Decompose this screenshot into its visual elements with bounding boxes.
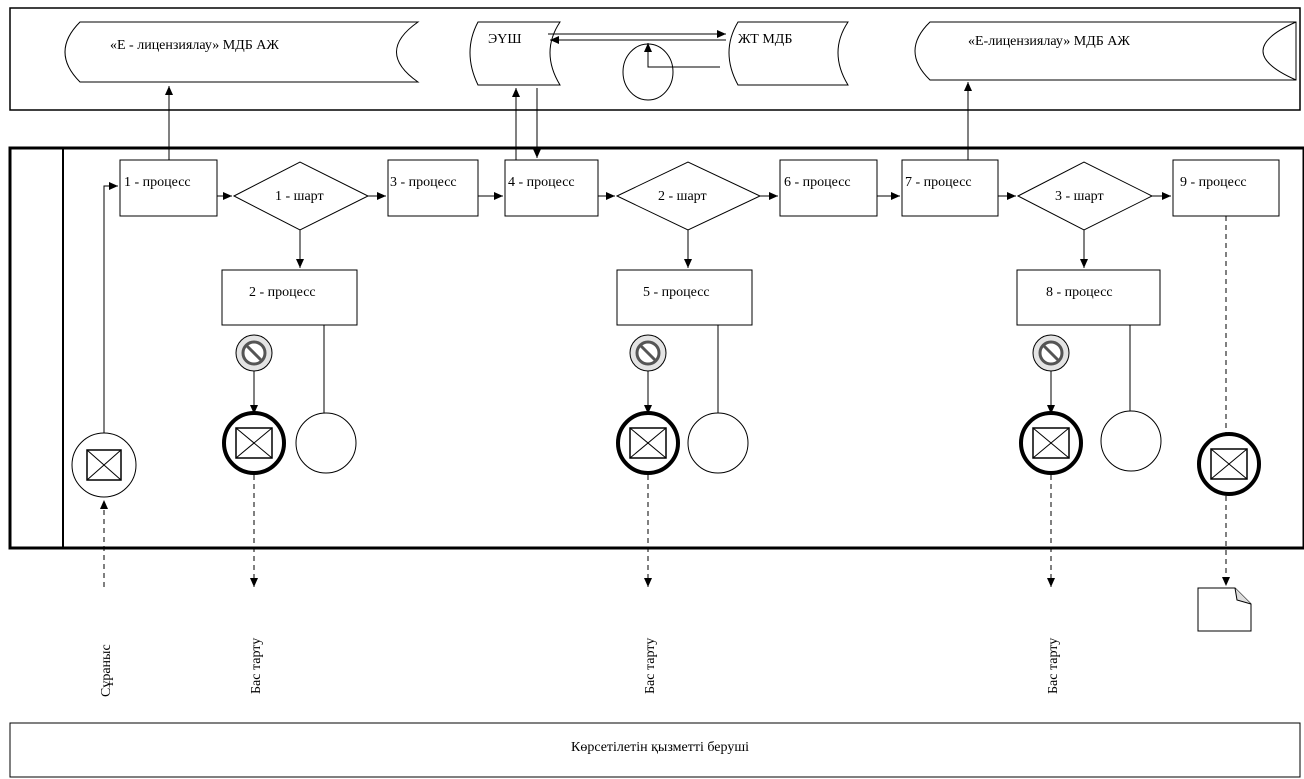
systems-lane: [9, 7, 1301, 111]
process-8: 8 - процесс: [1016, 269, 1161, 326]
zht-mdb-label: ЖТ МДБ: [738, 32, 792, 47]
zht-mdb-db: ЖТ МДБ: [728, 21, 849, 86]
condition-2: 2 - шарт: [615, 161, 762, 231]
refusal-label-3: Бас тарту: [1046, 638, 1061, 694]
process-7-label: 7 - процесс: [905, 175, 972, 190]
process-1: 1 - процесс: [119, 159, 218, 217]
refusal-label-2: Бас тарту: [643, 638, 658, 694]
eush-db: ЭҮШ: [469, 21, 561, 86]
elicense-left-db: «Е - лицензиялау» МДБ АЖ: [64, 21, 420, 83]
process-9-label: 9 - процесс: [1180, 175, 1247, 190]
process-3-label: 3 - процесс: [390, 175, 457, 190]
event-circle-3: [1100, 410, 1162, 472]
process-4-label: 4 - процесс: [508, 175, 575, 190]
process-6: 6 - процесс: [779, 159, 878, 217]
event-circle-2: [687, 412, 749, 474]
elicense-right-label: «Е-лицензиялау» МДБ АЖ: [968, 34, 1130, 49]
condition-3-label: 3 - шарт: [1055, 189, 1104, 204]
process-3: 3 - процесс: [387, 159, 479, 217]
condition-1-label: 1 - шарт: [275, 189, 324, 204]
provider-lane: [9, 722, 1301, 778]
process-2: 2 - процесс: [221, 269, 358, 326]
process-lane: [8, 146, 1304, 550]
elicense-left-label: «Е - лицензиялау» МДБ АЖ: [110, 38, 279, 53]
cancel-icon-2: [629, 334, 667, 372]
start-event-icon: [71, 432, 137, 498]
end-event-icon-3: [1019, 411, 1083, 475]
process-4: 4 - процесс: [504, 159, 599, 217]
eush-label: ЭҮШ: [488, 32, 521, 47]
document-icon: [1197, 587, 1252, 632]
provider-lane-label: Көрсетілетін қызметті беруші: [571, 740, 749, 755]
final-end-event-icon: [1197, 432, 1261, 496]
condition-3: 3 - шарт: [1016, 161, 1154, 231]
process-6-label: 6 - процесс: [784, 175, 851, 190]
cancel-icon-1: [235, 334, 273, 372]
process-9: 9 - процесс: [1172, 159, 1280, 217]
end-event-icon-2: [616, 411, 680, 475]
process-7: 7 - процесс: [901, 159, 999, 217]
process-5: 5 - процесс: [616, 269, 753, 326]
process-1-label: 1 - процесс: [124, 175, 191, 190]
condition-1: 1 - шарт: [232, 161, 370, 231]
cancel-icon-3: [1032, 334, 1070, 372]
process-8-label: 8 - процесс: [1046, 285, 1113, 300]
refusal-label-1: Бас тарту: [249, 638, 264, 694]
event-circle-1: [295, 412, 357, 474]
process-5-label: 5 - процесс: [643, 285, 710, 300]
elicense-right-db: «Е-лицензиялау» МДБ АЖ: [914, 21, 1297, 81]
request-label: Сұраныс: [99, 644, 114, 697]
condition-2-label: 2 - шарт: [658, 189, 707, 204]
process-2-label: 2 - процесс: [249, 285, 316, 300]
end-event-icon-1: [222, 411, 286, 475]
